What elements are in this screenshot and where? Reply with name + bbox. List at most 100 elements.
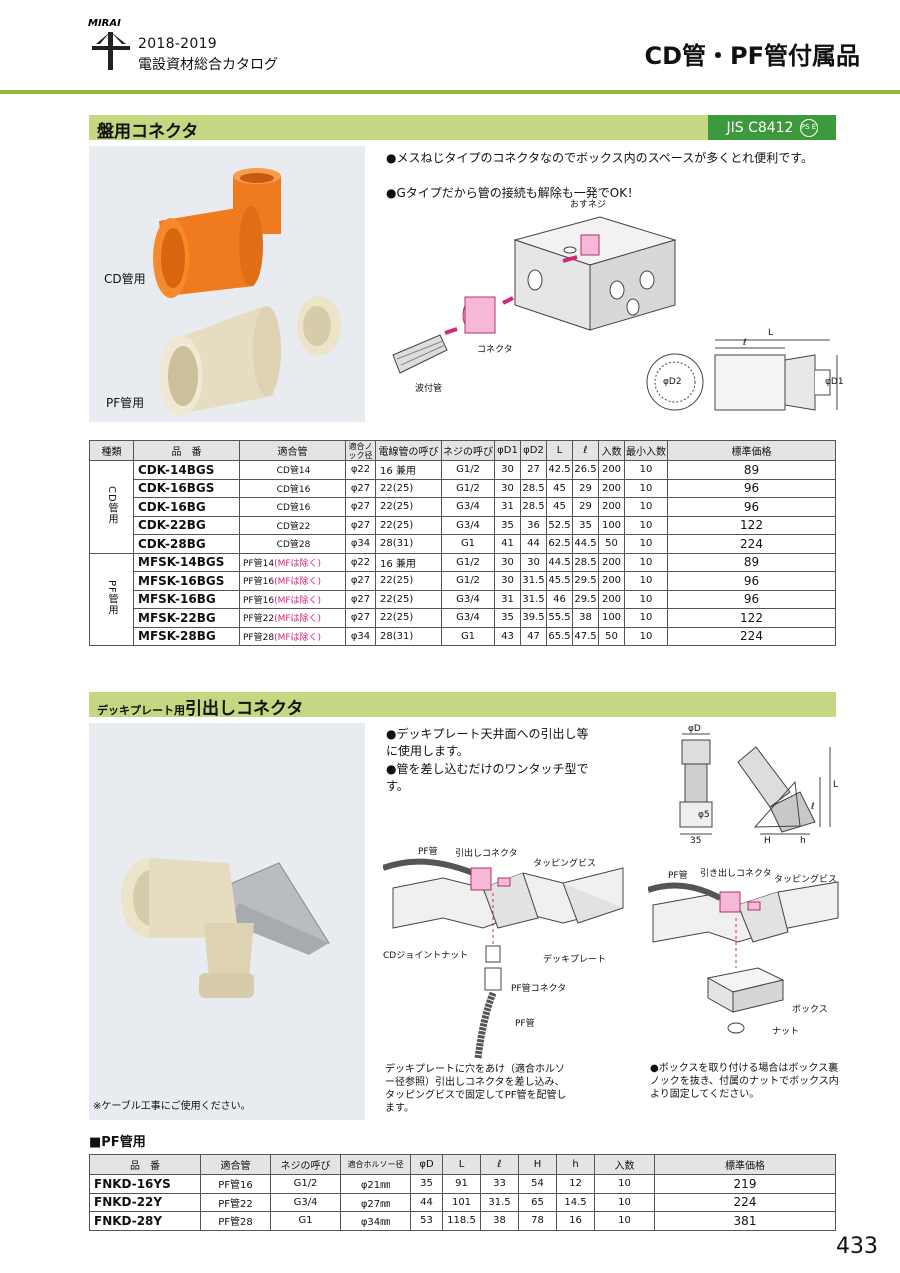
applicable-pipe: PF管14(MFは除く) xyxy=(239,552,346,572)
standard-price: 96 xyxy=(667,589,836,609)
length-L: 101 xyxy=(442,1192,481,1212)
col-knock: 適合ノック径 xyxy=(345,440,376,461)
col-type: 種類 xyxy=(89,440,134,461)
knock-diameter: φ34 xyxy=(345,626,376,646)
applicable-pipe: CD管28 xyxy=(239,534,346,554)
dim-h: h xyxy=(800,836,806,846)
standard-price: 96 xyxy=(667,497,836,517)
d2: 47 xyxy=(520,626,547,646)
dim-d1: φD1 xyxy=(825,377,844,387)
section-bar-panel-connector: 盤用コネクタ JIS C8412 PS E xyxy=(89,115,836,142)
standard-price: 122 xyxy=(667,515,836,535)
d1: 30 xyxy=(494,552,521,572)
col-price: 標準価格 xyxy=(667,440,836,461)
part-number: MFSK-16BGS xyxy=(133,571,240,591)
length-L: 45 xyxy=(546,478,573,498)
mf-excluded-note: (MFは除く) xyxy=(274,632,322,643)
screw-size: G1/2 xyxy=(441,478,495,498)
screw-size: G1 xyxy=(441,626,495,646)
feature-bullet-3: ●デッキプレート天井面への引出し等に使用します。 xyxy=(386,727,589,758)
dim-d2: φD2 xyxy=(663,377,682,387)
page-title: CD管・PF管付属品 xyxy=(644,42,860,70)
quantity: 50 xyxy=(598,626,625,646)
height-h: 16 xyxy=(556,1211,595,1231)
pipe-name: PF管16 xyxy=(243,577,275,588)
conduit-size: 22(25) xyxy=(375,497,442,517)
label-deck-plate: デッキプレート xyxy=(543,955,607,965)
photo-label-cd: CD管用 xyxy=(104,272,146,286)
catalog-year: 2018-2019 xyxy=(138,36,218,52)
d2: 28.5 xyxy=(520,478,547,498)
dim-L: L xyxy=(768,328,774,338)
col-d2: φD2 xyxy=(520,440,547,461)
jis-label: JIS C8412 xyxy=(726,119,794,136)
diameter-D: 35 xyxy=(410,1174,443,1194)
part-number: CDK-14BGS xyxy=(133,460,240,480)
applicable-pipe: CD管22 xyxy=(239,515,346,535)
col2-d: φD xyxy=(410,1154,443,1175)
part-number: FNKD-22Y xyxy=(89,1192,201,1212)
hole-saw-diameter: φ27㎜ xyxy=(340,1192,411,1212)
quantity: 200 xyxy=(598,478,625,498)
height-H: 78 xyxy=(518,1211,557,1231)
knock-diameter: φ22 xyxy=(345,460,376,480)
dim-l2: ℓ xyxy=(811,802,815,812)
quantity: 100 xyxy=(598,515,625,535)
height-H: 65 xyxy=(518,1192,557,1212)
height-h: 12 xyxy=(556,1174,595,1194)
col-L: L xyxy=(546,440,573,461)
hole-saw-diameter: φ21㎜ xyxy=(340,1174,411,1194)
box-install-diagram: PF管 引き出しコネクタ タッピングビス ボックス ナット xyxy=(647,860,843,1042)
label-nut: ナット xyxy=(772,1027,800,1037)
min-quantity: 10 xyxy=(624,571,668,591)
d2: 36 xyxy=(520,515,547,535)
length-l: 31.5 xyxy=(480,1192,519,1212)
mf-excluded-note: (MFは除く) xyxy=(274,558,322,569)
standard-price: 224 xyxy=(667,534,836,554)
section-title: 盤用コネクタ xyxy=(97,122,199,142)
photo-label-pf: PF管用 xyxy=(106,396,145,410)
standard-price: 224 xyxy=(654,1192,836,1212)
standard-price: 122 xyxy=(667,608,836,628)
length-l: 38 xyxy=(480,1211,519,1231)
section-title-2: デッキプレート用引出しコネクタ xyxy=(97,694,303,719)
d2: 31.5 xyxy=(520,571,547,591)
pullout-dimension-drawing: φD φ5 35 H h L ℓ xyxy=(660,722,840,852)
col-screw: ネジの呼び xyxy=(441,440,495,461)
length-L: 52.5 xyxy=(546,515,573,535)
d1: 30 xyxy=(494,478,521,498)
mf-excluded-note: (MFは除く) xyxy=(274,614,322,625)
label-corrugated-pipe: 波付管 xyxy=(415,384,443,394)
applicable-pipe: CD管16 xyxy=(239,478,346,498)
d1: 31 xyxy=(494,497,521,517)
standard-price: 96 xyxy=(667,571,836,591)
label-male-screw: おすネジ xyxy=(570,200,607,210)
screw-size: G1 xyxy=(441,534,495,554)
part-number: CDK-28BG xyxy=(133,534,240,554)
pullout-connector-spec-table: 品 番 適合管 ネジの呼び 適合ホルソー径 φD L ℓ H h 入数 標準価格… xyxy=(89,1154,836,1231)
col-min-qty: 最小入数 xyxy=(624,440,668,461)
screw-size: G3/4 xyxy=(441,608,495,628)
length-l: 26.5 xyxy=(572,460,599,480)
conduit-size: 22(25) xyxy=(375,608,442,628)
brand-text: MIRAI xyxy=(88,18,121,29)
length-L: 45 xyxy=(546,497,573,517)
length-L: 91 xyxy=(442,1174,481,1194)
height-H: 54 xyxy=(518,1174,557,1194)
length-l: 47.5 xyxy=(572,626,599,646)
length-L: 46 xyxy=(546,589,573,609)
pipe-name: PF管14 xyxy=(243,558,275,569)
category-label: CD管用 xyxy=(106,485,117,525)
length-L: 42.5 xyxy=(546,460,573,480)
screw-size: G1/2 xyxy=(441,552,495,572)
mf-excluded-note: (MFは除く) xyxy=(274,577,322,588)
section-bar-pullout-connector: デッキプレート用引出しコネクタ xyxy=(89,692,836,719)
standard-price: 96 xyxy=(667,478,836,498)
pullout-connector-photo-icon xyxy=(121,858,330,998)
quantity: 100 xyxy=(598,608,625,628)
d1: 30 xyxy=(494,571,521,591)
quantity: 10 xyxy=(594,1211,655,1231)
